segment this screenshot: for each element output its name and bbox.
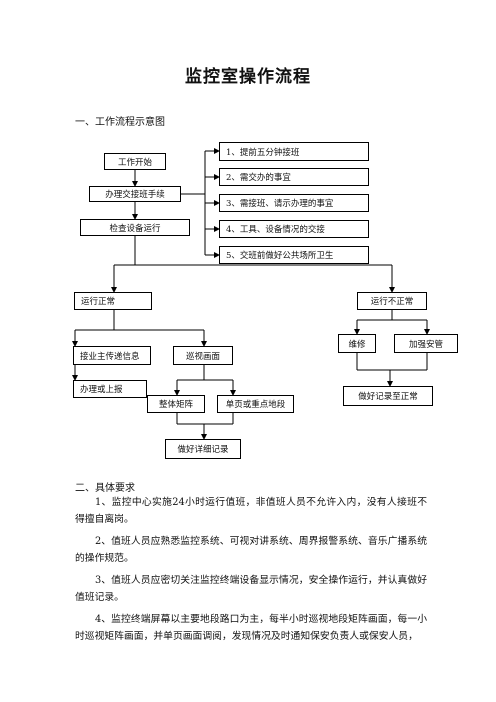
flow-report-box: 办理或上报	[73, 380, 147, 398]
flow-record-normal-box: 做好记录至正常	[343, 386, 433, 406]
flow-receive-info-box: 接业主传递信息	[73, 346, 151, 365]
flow-item-5: 5、交班前做好公共场所卫生	[219, 246, 369, 264]
flow-item-3: 3、需接班、请示办理的事宜	[219, 194, 369, 212]
flow-patrol-box: 巡视画面	[173, 346, 233, 365]
flow-item-4: 4、工具、设备情况的交接	[219, 220, 369, 238]
flow-security-box: 加强安管	[394, 334, 458, 353]
flow-record-box: 做好详细记录	[165, 439, 241, 459]
flow-item-2: 2、需交办的事宜	[219, 168, 369, 186]
flow-handover-box: 办理交接班手续	[89, 186, 181, 202]
flow-matrix-box: 整体矩阵	[147, 395, 205, 413]
section-heading-requirements: 二、具体要求	[75, 483, 135, 494]
page-title: 监控室操作流程	[185, 67, 311, 87]
requirement-paragraph-1: 1、监控中心实施24小时运行值班，非值班人员不允许入内，没有人接班不得擅自离岗。	[75, 497, 427, 525]
flow-check-equipment-box: 检查设备运行	[80, 219, 190, 236]
flow-repair-box: 维修	[338, 334, 376, 353]
requirement-paragraph-4: 4、监控终端屏幕以主要地段路口为主，每半小时巡视地段矩阵画面，每一小时巡视矩阵画…	[75, 614, 427, 642]
requirement-paragraph-2: 2、值班人员应熟悉监控系统、可视对讲系统、周界报警系统、音乐广播系统的操作规范。	[75, 536, 427, 564]
flow-abnormal-box: 运行不正常	[357, 292, 427, 310]
flow-single-page-box: 单页或重点地段	[217, 395, 294, 413]
flow-start-box: 工作开始	[104, 153, 166, 170]
flow-normal-box: 运行正常	[74, 292, 152, 310]
requirement-paragraph-3: 3、值班人员应密切关注监控终端设备显示情况，安全操作运行，并认真做好值班记录。	[75, 575, 427, 603]
flow-item-1: 1、提前五分钟接班	[219, 142, 369, 161]
section-heading-flowchart: 一、工作流程示意图	[75, 117, 165, 128]
